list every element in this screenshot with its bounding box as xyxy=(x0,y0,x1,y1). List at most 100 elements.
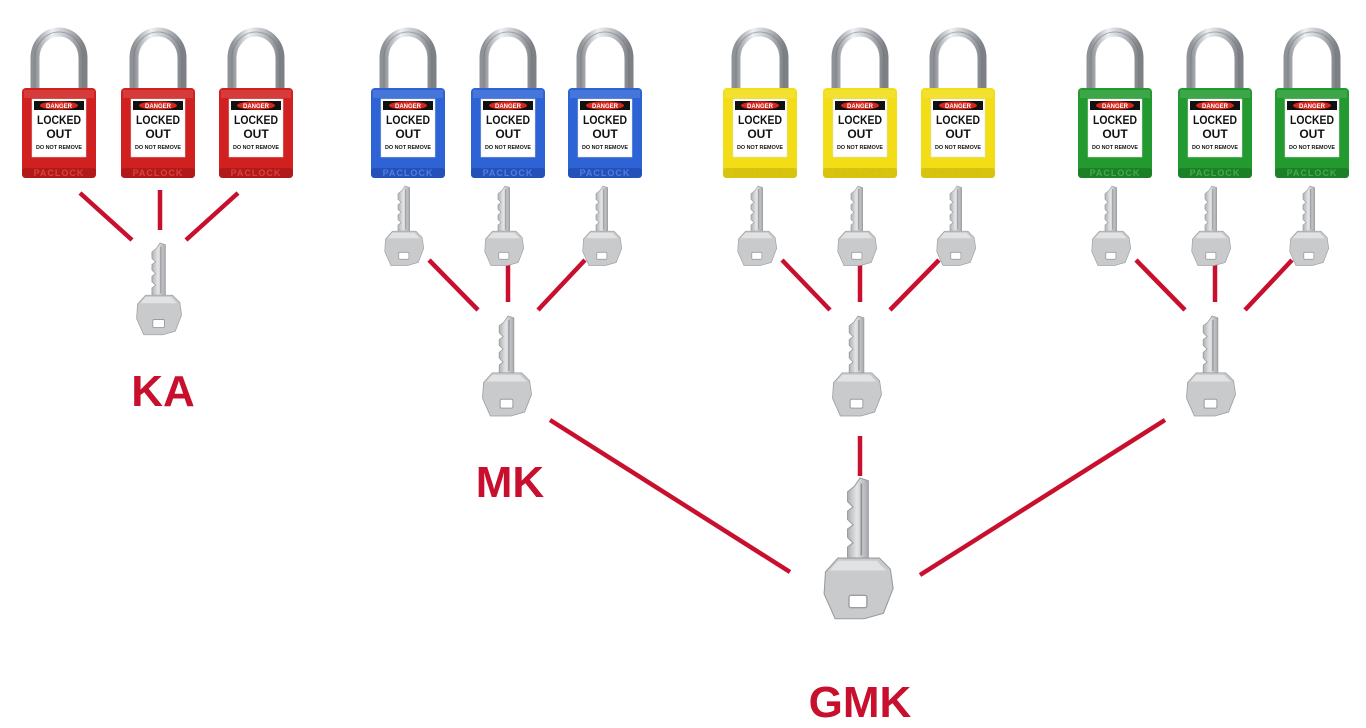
connector-line xyxy=(427,258,480,312)
tag-line-2: OUT xyxy=(46,127,72,141)
shackle-icon xyxy=(831,27,889,90)
tag-line-3: DO NOT REMOVE xyxy=(135,145,181,151)
tag-line-1: LOCKED xyxy=(386,113,430,127)
tag-line-3: DO NOT REMOVE xyxy=(1289,145,1335,151)
shackle-icon xyxy=(129,27,187,90)
change-key-icon xyxy=(737,185,778,266)
tag-line-1: LOCKED xyxy=(838,113,882,127)
connector-line xyxy=(888,258,941,312)
shackle-icon xyxy=(1086,27,1144,90)
padlock-brand: PACLOCK xyxy=(34,168,85,178)
master-key-icon xyxy=(832,315,882,417)
tag-line-1: LOCKED xyxy=(583,113,627,127)
change-key-icon xyxy=(837,185,878,266)
tag-line-2: OUT xyxy=(1102,127,1128,141)
danger-header: DANGER xyxy=(395,104,422,110)
tag-line-2: OUT xyxy=(945,127,971,141)
padlock-brand: PACLOCK xyxy=(1090,168,1141,178)
change-key-icon xyxy=(484,185,525,266)
padlock-brand: PACLOCK xyxy=(133,168,184,178)
tag-line-1: LOCKED xyxy=(1290,113,1334,127)
master-key-icon xyxy=(482,315,532,417)
padlock-brand: PACLOCK xyxy=(835,168,886,178)
connector-line xyxy=(1243,258,1294,312)
connector-lines xyxy=(78,190,1294,577)
change-key-icon xyxy=(936,185,977,266)
danger-header: DANGER xyxy=(46,104,73,110)
connector-line xyxy=(184,191,240,242)
tag-line-1: LOCKED xyxy=(486,113,530,127)
tag-line-1: LOCKED xyxy=(936,113,980,127)
danger-header: DANGER xyxy=(1202,104,1229,110)
label-ka: KA xyxy=(131,367,195,416)
tag-line-3: DO NOT REMOVE xyxy=(385,145,431,151)
change-key-icon xyxy=(1289,185,1330,266)
tag-line-3: DO NOT REMOVE xyxy=(1092,145,1138,151)
shackle-icon xyxy=(479,27,537,90)
padlock-brand: PACLOCK xyxy=(933,168,984,178)
change-key-icon xyxy=(582,185,623,266)
connector-line xyxy=(1134,258,1187,312)
shackle-icon xyxy=(1186,27,1244,90)
shackle-icon xyxy=(30,27,88,90)
connector-line xyxy=(78,191,134,242)
danger-header: DANGER xyxy=(592,104,619,110)
danger-header: DANGER xyxy=(1102,104,1129,110)
shackle-icon xyxy=(929,27,987,90)
tag-line-1: LOCKED xyxy=(1093,113,1137,127)
change-key-icon xyxy=(1191,185,1232,266)
tag-line-1: LOCKED xyxy=(1193,113,1237,127)
padlock-brand: PACLOCK xyxy=(1190,168,1241,178)
tag-line-2: OUT xyxy=(395,127,421,141)
tag-line-2: OUT xyxy=(243,127,269,141)
tag-line-2: OUT xyxy=(592,127,618,141)
padlock-brand: PACLOCK xyxy=(231,168,282,178)
shackle-icon xyxy=(731,27,789,90)
label-gmk: GMK xyxy=(809,678,912,727)
padlock-brand: PACLOCK xyxy=(383,168,434,178)
danger-header: DANGER xyxy=(243,104,270,110)
tag-line-1: LOCKED xyxy=(234,113,278,127)
change-key-icon xyxy=(384,185,425,266)
tag-line-2: OUT xyxy=(747,127,773,141)
tag-line-3: DO NOT REMOVE xyxy=(36,145,82,151)
tag-line-3: DO NOT REMOVE xyxy=(837,145,883,151)
tag-line-3: DO NOT REMOVE xyxy=(935,145,981,151)
tag-line-3: DO NOT REMOVE xyxy=(1192,145,1238,151)
padlock-brand: PACLOCK xyxy=(735,168,786,178)
danger-header: DANGER xyxy=(495,104,522,110)
danger-header: DANGER xyxy=(145,104,172,110)
padlock-brand: PACLOCK xyxy=(580,168,631,178)
tag-line-2: OUT xyxy=(847,127,873,141)
connector-line xyxy=(918,418,1167,577)
ka-key-icon xyxy=(136,242,182,336)
shackle-icon xyxy=(379,27,437,90)
danger-header: DANGER xyxy=(747,104,774,110)
connector-line xyxy=(548,418,792,574)
danger-header: DANGER xyxy=(847,104,874,110)
tag-line-1: LOCKED xyxy=(37,113,81,127)
tag-line-3: DO NOT REMOVE xyxy=(485,145,531,151)
tag-line-1: LOCKED xyxy=(136,113,180,127)
tag-line-2: OUT xyxy=(1299,127,1325,141)
danger-header: DANGER xyxy=(1299,104,1326,110)
padlock-brand: PACLOCK xyxy=(483,168,534,178)
tag-line-1: LOCKED xyxy=(738,113,782,127)
keys-layer xyxy=(136,185,1330,620)
change-key-icon xyxy=(1091,185,1132,266)
tag-line-2: OUT xyxy=(145,127,171,141)
